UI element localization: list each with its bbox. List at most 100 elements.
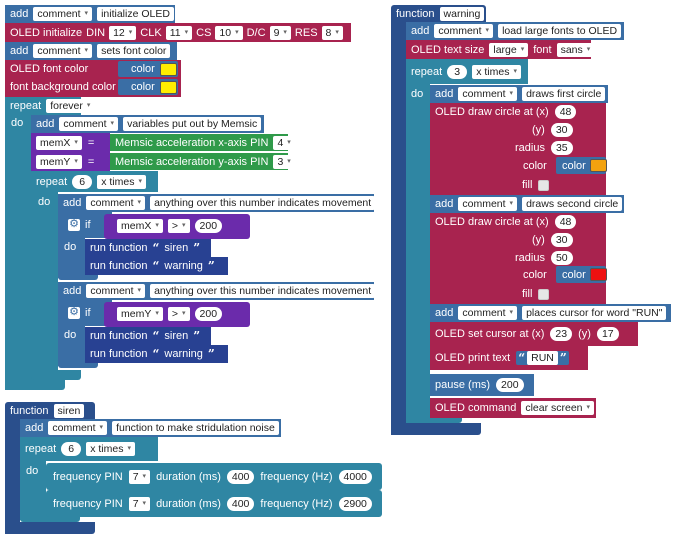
threshold-input[interactable]: 200	[194, 219, 223, 233]
repeat-count-input[interactable]: 3	[447, 64, 468, 79]
repeat-unit-dropdown[interactable]: x times▾	[86, 442, 135, 456]
close-quote: ”	[207, 259, 215, 273]
function-name-input[interactable]: warning	[439, 6, 485, 21]
run-function-siren-1[interactable]	[85, 239, 211, 257]
cursor-y-label: (y)	[578, 328, 591, 340]
frequency-hz-input[interactable]: 4000	[338, 469, 372, 484]
do-label: do	[26, 465, 39, 477]
circle-color-label: color	[523, 269, 547, 281]
circle-x-input[interactable]: 48	[554, 215, 577, 229]
if-block-1[interactable]	[58, 212, 112, 238]
frequency-hz-input[interactable]: 2900	[338, 496, 372, 511]
comment-text[interactable]: sets font color	[97, 44, 171, 58]
duration-input[interactable]: 400	[226, 496, 255, 511]
function-name: warning	[164, 348, 203, 360]
duration-label: duration (ms)	[156, 497, 221, 510]
font-dropdown[interactable]: sans▾	[556, 42, 595, 57]
do-label: do	[64, 241, 77, 253]
frequency-pin-dropdown[interactable]: 7▾	[128, 496, 151, 511]
do-label: do	[64, 329, 77, 341]
memsic-y-block[interactable]	[110, 153, 288, 170]
dc-dropdown[interactable]: 9▾	[269, 25, 291, 40]
fill-checkbox[interactable]	[538, 288, 550, 300]
res-dropdown[interactable]: 8▾	[321, 25, 343, 40]
comment-dropdown[interactable]: comment▾	[458, 306, 518, 320]
comment-dropdown[interactable]: comment▾	[33, 44, 93, 58]
comment-text[interactable]: variables put out by Memsic	[123, 117, 262, 131]
operator-dropdown[interactable]: >▾	[167, 307, 190, 321]
frequency-block-1[interactable]	[46, 463, 382, 490]
text-size-dropdown[interactable]: large▾	[489, 42, 529, 57]
din-dropdown[interactable]: 12▾	[109, 25, 137, 40]
comment-dropdown[interactable]: comment▾	[458, 197, 518, 211]
run-function-warning-2[interactable]	[85, 345, 228, 363]
print-text-input[interactable]: “ RUN ”	[516, 351, 569, 365]
threshold-input[interactable]: 200	[194, 307, 223, 321]
comment-dropdown[interactable]: comment▾	[86, 284, 146, 298]
if-block-2[interactable]	[58, 300, 112, 326]
fill-checkbox[interactable]	[538, 179, 550, 191]
repeat-count-input[interactable]: 6	[61, 442, 82, 456]
cs-dropdown[interactable]: 10▾	[215, 25, 243, 40]
comment-row: add comment▾ draws second circle	[430, 195, 623, 213]
repeat-mode-dropdown[interactable]: forever▾	[46, 99, 95, 113]
comment-text[interactable]: places cursor for word "RUN"	[522, 306, 667, 320]
oled-draw-circle-block-2[interactable]	[430, 213, 606, 304]
circle-radius-input[interactable]: 35	[550, 141, 573, 155]
circle-color-row: color	[518, 266, 547, 284]
comment-text[interactable]: load large fonts to OLED	[498, 24, 622, 38]
pause-input[interactable]: 200	[496, 378, 524, 392]
memsic-x-block[interactable]	[110, 134, 288, 151]
repeat-count-input[interactable]: 6	[72, 174, 93, 189]
comment-text[interactable]: initialize OLED	[97, 7, 174, 21]
comment-dropdown[interactable]: comment▾	[458, 87, 518, 101]
memx-compare-dropdown[interactable]: memX▾	[117, 219, 163, 233]
clk-dropdown[interactable]: 11▾	[165, 25, 193, 40]
repeat-label: repeat	[36, 175, 68, 188]
memsic-x-pin-dropdown[interactable]: 4▾	[273, 135, 295, 150]
memx-variable-dropdown[interactable]: memX▾	[36, 135, 82, 150]
run-function-warning-1[interactable]	[85, 257, 228, 275]
frequency-pin-dropdown[interactable]: 7▾	[128, 469, 151, 484]
frequency-row-1: frequency PIN 7▾ duration (ms) 400 frequ…	[46, 463, 372, 490]
frequency-block-2[interactable]	[46, 490, 382, 517]
function-name-input[interactable]: siren	[53, 403, 85, 418]
comment-dropdown[interactable]: comment▾	[59, 117, 119, 131]
repeat-unit-dropdown[interactable]: x times▾	[97, 174, 146, 189]
circle-x-input[interactable]: 48	[554, 105, 577, 119]
circle-radius-label: radius	[515, 252, 545, 264]
comment-text[interactable]: draws second circle	[522, 197, 623, 211]
memsic-y-pin-dropdown[interactable]: 3▾	[273, 154, 295, 169]
comment-dropdown[interactable]: comment▾	[48, 421, 108, 435]
gear-icon[interactable]: ⚙	[68, 218, 80, 231]
orange-swatch[interactable]	[589, 159, 607, 172]
comment-text[interactable]: anything over this number indicates move…	[150, 284, 376, 298]
cursor-y-input[interactable]: 17	[596, 327, 619, 341]
color-label: color	[562, 268, 586, 281]
comment-text[interactable]: draws first circle	[522, 87, 606, 101]
memy-variable-dropdown[interactable]: memY▾	[36, 154, 82, 169]
comment-text[interactable]: anything over this number indicates move…	[150, 196, 376, 210]
circle-y-input[interactable]: 30	[550, 233, 573, 247]
circle-y-input[interactable]: 30	[550, 123, 573, 137]
warning-repeat-footer	[406, 413, 462, 423]
comment-dropdown[interactable]: comment▾	[434, 24, 494, 38]
repeat-unit-dropdown[interactable]: x times▾	[472, 64, 521, 79]
memy-compare-dropdown[interactable]: memY▾	[117, 307, 163, 321]
circle-fill-label: fill	[522, 179, 533, 191]
red-swatch[interactable]	[589, 268, 607, 281]
comment-dropdown[interactable]: comment▾	[33, 7, 93, 21]
gear-icon[interactable]: ⚙	[68, 306, 80, 319]
yellow-swatch[interactable]	[159, 80, 177, 94]
print-text-value[interactable]: RUN	[527, 351, 558, 365]
cursor-x-input[interactable]: 23	[550, 327, 573, 341]
comment-text[interactable]: function to make stridulation noise	[112, 421, 279, 435]
repeat-forever-spine	[5, 115, 31, 390]
duration-input[interactable]: 400	[226, 469, 255, 484]
operator-dropdown[interactable]: >▾	[167, 219, 190, 233]
comment-dropdown[interactable]: comment▾	[86, 196, 146, 210]
yellow-swatch[interactable]	[159, 62, 177, 76]
run-function-siren-2[interactable]	[85, 327, 211, 345]
circle-radius-input[interactable]: 50	[550, 251, 573, 265]
oled-command-dropdown[interactable]: clear screen▾	[521, 401, 595, 415]
